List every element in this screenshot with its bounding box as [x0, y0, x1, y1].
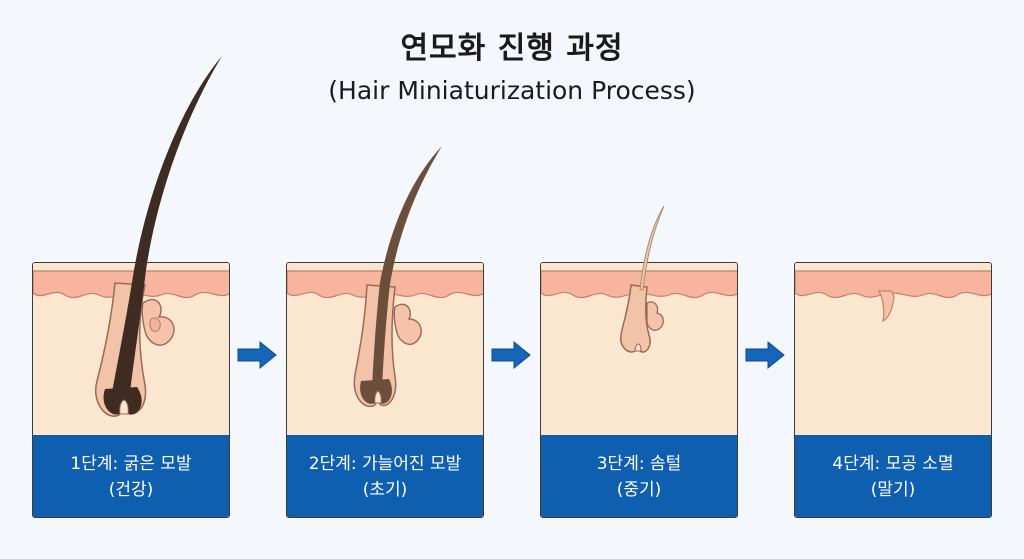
right-arrow-icon [491, 340, 531, 370]
stage-3-title: 3단계: 솜털 [596, 454, 682, 474]
right-arrow-icon [237, 340, 277, 370]
stage-1-phase: (건강) [108, 480, 154, 500]
skin-cross-section [33, 263, 229, 439]
stage-4-title: 4단계: 모공 소멸 [832, 454, 954, 474]
stage-1-label: 1단계: 굵은 모발 (건강) [33, 435, 229, 517]
title-english: (Hair Miniaturization Process) [328, 76, 696, 105]
skin-cross-section [541, 263, 737, 439]
stage-2-panel: 2단계: 가늘어진 모발 (초기) [286, 262, 484, 518]
stage-2-phase: (초기) [362, 480, 408, 500]
diagram-title: 연모화 진행 과정 (Hair Miniaturization Process) [0, 30, 1024, 108]
skin-cross-section [287, 263, 483, 439]
stage-3-panel: 3단계: 솜털 (중기) [540, 262, 738, 518]
stage-4-phase: (말기) [870, 480, 916, 500]
stage-2-title: 2단계: 가늘어진 모발 [308, 454, 462, 474]
stage-3-label: 3단계: 솜털 (중기) [541, 435, 737, 517]
stage-4-panel: 4단계: 모공 소멸 (말기) [794, 262, 992, 518]
stage-1-title: 1단계: 굵은 모발 [70, 454, 192, 474]
right-arrow-icon [745, 340, 785, 370]
title-korean: 연모화 진행 과정 [400, 31, 624, 66]
stage-1-panel: 1단계: 굵은 모발 (건강) [32, 262, 230, 518]
stage-4-label: 4단계: 모공 소멸 (말기) [795, 435, 991, 517]
skin-cross-section [795, 263, 991, 439]
stage-2-label: 2단계: 가늘어진 모발 (초기) [287, 435, 483, 517]
stage-3-phase: (중기) [616, 480, 662, 500]
